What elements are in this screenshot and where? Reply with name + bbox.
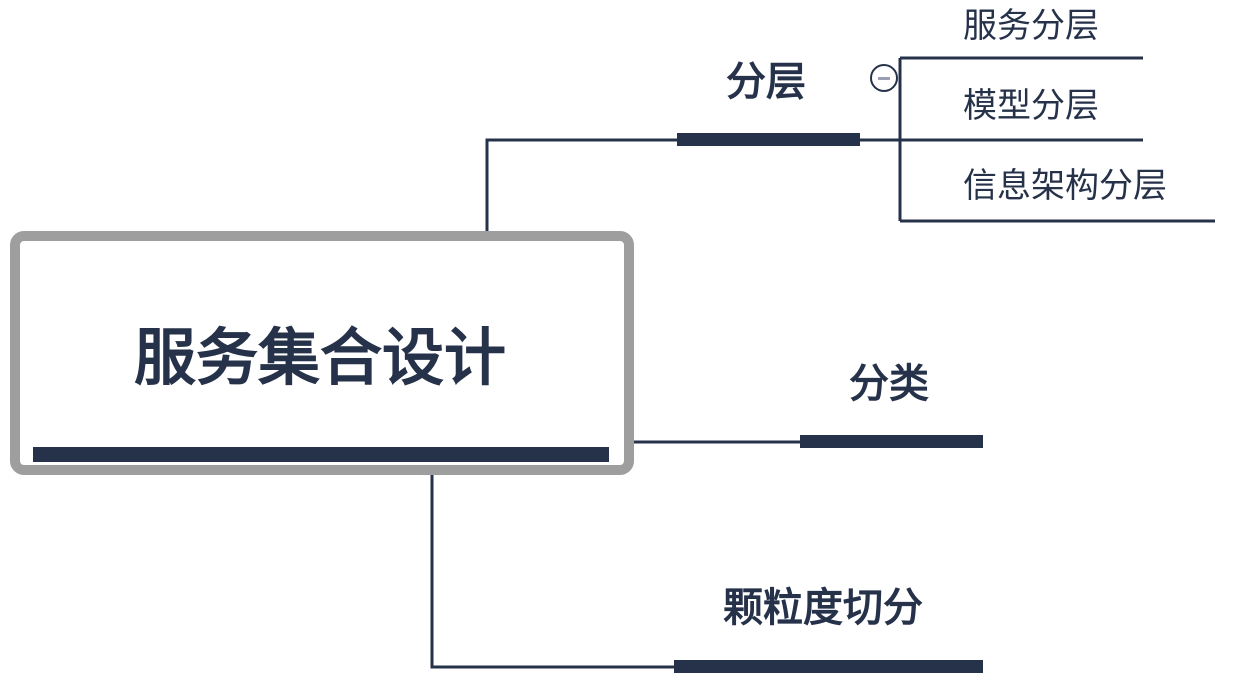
root-topic[interactable] [10, 231, 634, 475]
connector-root-to-classification [607, 407, 800, 444]
root-topic-underline [33, 447, 609, 462]
leaf-service-layering[interactable]: 服务分层 [963, 6, 1099, 46]
root-topic-title: 服务集合设计 [133, 321, 506, 394]
collapse-minus-glyph [878, 77, 890, 80]
minus-circle-icon[interactable] [870, 64, 898, 92]
branch-classification-label[interactable]: 分类 [849, 361, 929, 407]
branch-classification-bar [800, 435, 983, 448]
leaf-info-architecture-layering[interactable]: 信息架构分层 [963, 166, 1167, 206]
branch-granularity-label[interactable]: 颗粒度切分 [723, 585, 923, 631]
leaf-model-layering[interactable]: 模型分层 [963, 86, 1099, 126]
connector-root-to-granularity [430, 462, 674, 669]
branch-granularity-bar [674, 660, 983, 673]
branch-layering-label[interactable]: 分层 [726, 59, 806, 105]
branch-layering-bar [677, 133, 860, 146]
connector-root-to-layering [485, 138, 677, 252]
